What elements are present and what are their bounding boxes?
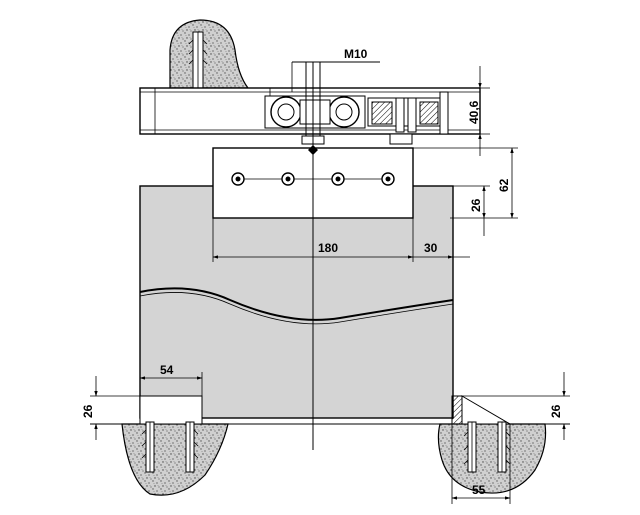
dim-180-30: 180 30 <box>212 218 470 262</box>
dim-26-left-label: 26 <box>81 404 95 418</box>
m10-label: M10 <box>344 47 368 61</box>
door-panel <box>139 185 454 419</box>
dim-55: 55 <box>451 424 511 504</box>
dim-26-left: 26 <box>81 376 140 440</box>
trolley-carriage <box>264 62 366 145</box>
door-wave-line <box>139 287 454 321</box>
hanger-bolt <box>231 172 245 186</box>
end-stop <box>367 91 449 145</box>
right-floor-guide <box>451 395 512 473</box>
hanger-bolt <box>281 172 295 186</box>
ceiling-concrete <box>169 19 250 89</box>
dim-40-6-label: 40,6 <box>467 100 481 124</box>
left-floor-guide <box>139 395 203 473</box>
ceiling-anchor <box>188 31 208 93</box>
dim-26-upper-label: 26 <box>469 198 483 212</box>
m10-callout: M10 <box>291 47 380 92</box>
hanger-bolt <box>331 172 345 186</box>
dim-26-upper: 26 <box>413 185 490 236</box>
dim-26-right: 26 <box>490 372 570 440</box>
floor-concrete-left <box>121 423 229 496</box>
dim-30-label: 30 <box>424 241 438 255</box>
dim-180-label: 180 <box>318 241 338 255</box>
dim-54: 54 <box>139 363 203 396</box>
dim-54-label: 54 <box>160 363 174 377</box>
dim-26-right-label: 26 <box>549 404 563 418</box>
dim-62-label: 62 <box>497 178 511 192</box>
dim-55-label: 55 <box>472 483 486 497</box>
dim-40-6: 40,6 <box>450 66 490 156</box>
hanger-bolt <box>381 172 395 186</box>
floor-concrete-right <box>437 423 547 494</box>
